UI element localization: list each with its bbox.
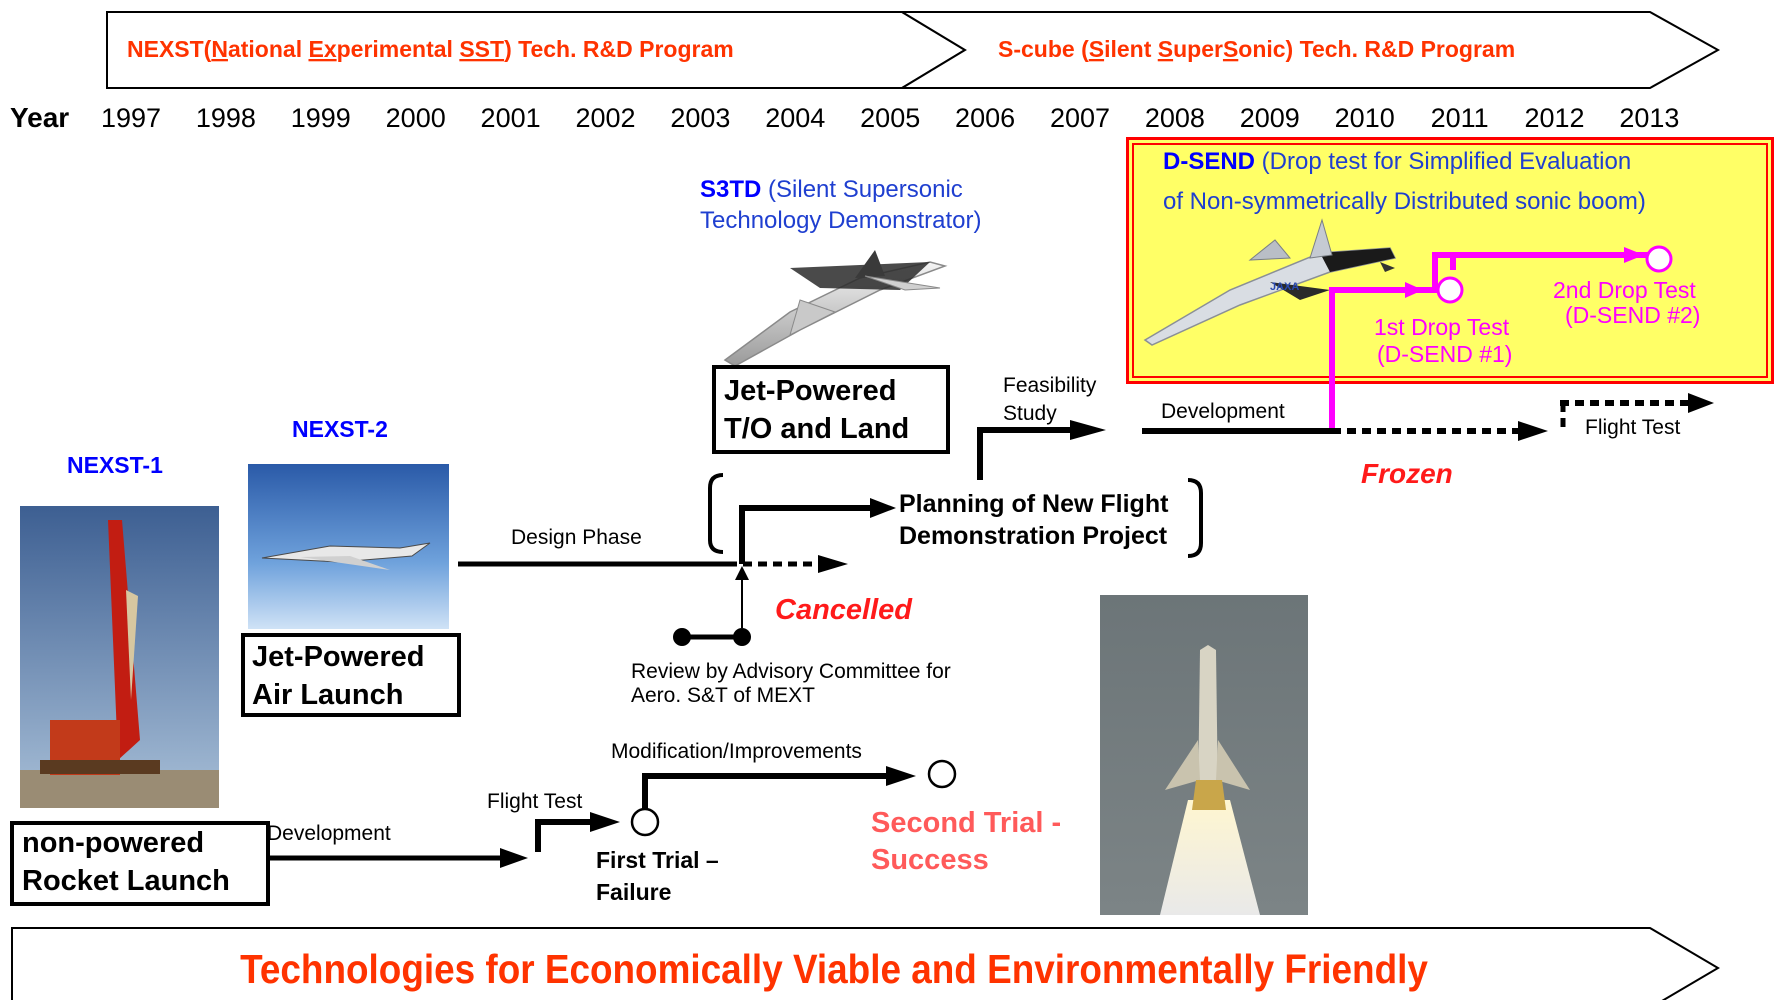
- program-label-segment: onic) Tech. R&D Program: [1238, 36, 1515, 62]
- nexst1-title: NEXST-1: [67, 452, 163, 478]
- drop-test-2-label-line2: (D-SEND #2): [1565, 302, 1700, 328]
- program-label-segment: S: [1158, 36, 1173, 62]
- first-trial-marker: [630, 807, 660, 837]
- year-tick-label: 1998: [196, 103, 256, 133]
- nexst2-photo: [248, 464, 449, 629]
- second-trial-photo: [1100, 595, 1308, 915]
- program-label-segment: ) Tech. R&D Program: [504, 36, 734, 62]
- scube-program-banner: S-cube (Silent SuperSonic) Tech. R&D Pro…: [898, 11, 1721, 89]
- dsend-title-line2: of Non-symmetrically Distributed sonic b…: [1163, 188, 1646, 215]
- nexst1-flight-test-label: Flight Test: [487, 790, 582, 813]
- nexst2-box-line1: Jet-Powered: [252, 641, 424, 673]
- planning-label-line1: Planning of New Flight: [899, 490, 1169, 518]
- program-label-segment: perimental: [337, 36, 460, 62]
- year-tick-label: 2004: [765, 103, 825, 133]
- year-label: Year: [10, 102, 69, 133]
- frozen-label: Frozen: [1361, 458, 1453, 489]
- program-label-segment: uper: [1173, 36, 1223, 62]
- s3td-box-line2: T/O and Land: [724, 413, 909, 445]
- year-tick-label: 2005: [860, 103, 920, 133]
- drop-test-1-marker: [1436, 276, 1464, 304]
- year-tick-label: 2001: [481, 103, 541, 133]
- bottom-banner: Technologies for Economically Viable and…: [11, 927, 1720, 1000]
- year-tick-label: 2003: [670, 103, 730, 133]
- s3td-vehicle-image: [723, 250, 948, 367]
- s3td-box-line1: Jet-Powered: [724, 375, 896, 407]
- nexst2-box: Jet-Powered Air Launch: [241, 633, 461, 717]
- dsend-vehicle-image: JAXA: [1143, 218, 1397, 346]
- year-tick-label: 2000: [386, 103, 446, 133]
- nexst-program-banner: NEXST(National Experimental SST) Tech. R…: [106, 11, 967, 89]
- modification-label: Modification/Improvements: [611, 740, 862, 763]
- drop-test-2-label-line1: 2nd Drop Test: [1553, 277, 1696, 303]
- planning-label-line2: Demonstration Project: [899, 522, 1168, 550]
- year-tick-label: 2008: [1145, 103, 1205, 133]
- nexst1-development-label: Development: [267, 822, 391, 845]
- nexst1-box-line2: Rocket Launch: [22, 865, 230, 897]
- nexst2-title: NEXST-2: [292, 416, 388, 442]
- design-phase-label: Design Phase: [511, 526, 642, 549]
- s3td-box: Jet-Powered T/O and Land: [712, 365, 950, 454]
- program-label-segment: S: [1223, 36, 1238, 62]
- feasibility-label-line2: Study: [1003, 402, 1057, 425]
- nexst-program-label: NEXST(National Experimental SST) Tech. R…: [127, 36, 734, 62]
- cancelled-label: Cancelled: [775, 594, 913, 626]
- drop-test-1-label-line2: (D-SEND #1): [1377, 341, 1512, 367]
- s3td-flight-test-label: Flight Test: [1585, 416, 1680, 439]
- dsend-title-line1: D-SEND (Drop test for Simplified Evaluat…: [1163, 148, 1631, 175]
- second-trial-marker: [927, 759, 957, 789]
- s3td-development-label: Development: [1161, 400, 1285, 423]
- program-label-segment: ational: [228, 36, 309, 62]
- first-trial-label-line2: Failure: [596, 879, 671, 905]
- program-label-segment: Ex: [308, 36, 336, 62]
- nexst1-photo: [20, 506, 219, 808]
- feasibility-label-line1: Feasibility: [1003, 374, 1097, 397]
- program-label-segment: S-cube (: [998, 36, 1089, 62]
- program-label-segment: S: [1089, 36, 1104, 62]
- drop-test-1-label-line1: 1st Drop Test: [1374, 314, 1510, 340]
- dsend-airframe-marking: JAXA: [1270, 281, 1299, 293]
- first-trial-label-line1: First Trial –: [596, 847, 719, 873]
- review-label-line2: Aero. S&T of MEXT: [631, 684, 815, 707]
- second-trial-label-line2: Success: [871, 844, 989, 876]
- year-tick-label: 2002: [575, 103, 635, 133]
- review-label-line1: Review by Advisory Committee for: [631, 660, 951, 683]
- program-label-segment: N: [211, 36, 228, 62]
- s3td-title-line2: Technology Demonstrator): [700, 207, 981, 234]
- year-tick-label: 1999: [291, 103, 351, 133]
- year-tick-label: 2007: [1050, 103, 1110, 133]
- dsend-panel: D-SEND (Drop test for Simplified Evaluat…: [1126, 137, 1774, 431]
- program-label-segment: ilent: [1104, 36, 1158, 62]
- nexst1-box: non-powered Rocket Launch: [10, 821, 270, 906]
- year-tick-label: 2011: [1431, 103, 1489, 133]
- s3td-title-line1: S3TD (Silent Supersonic: [700, 176, 963, 203]
- year-tick-label: 2012: [1524, 103, 1584, 133]
- year-tick-label: 2009: [1240, 103, 1300, 133]
- program-label-segment: NEXST(: [127, 36, 212, 62]
- scube-program-label: S-cube (Silent SuperSonic) Tech. R&D Pro…: [998, 36, 1515, 62]
- bottom-banner-label: Technologies for Economically Viable and…: [240, 947, 1428, 992]
- nexst2-box-line2: Air Launch: [252, 679, 403, 711]
- year-tick-label: 1997: [101, 103, 161, 133]
- nexst1-box-line1: non-powered: [22, 827, 204, 859]
- second-trial-label-line1: Second Trial -: [871, 807, 1061, 839]
- year-axis: 1997 1998 1999 2000 2001 2002 2003 2004 2005 2006…: [101, 103, 1679, 133]
- year-tick-label: 2010: [1335, 103, 1395, 133]
- year-tick-label: 2013: [1619, 103, 1679, 133]
- program-label-segment: SST: [459, 36, 504, 62]
- drop-test-2-marker: [1645, 245, 1673, 273]
- year-tick-label: 2006: [955, 103, 1015, 133]
